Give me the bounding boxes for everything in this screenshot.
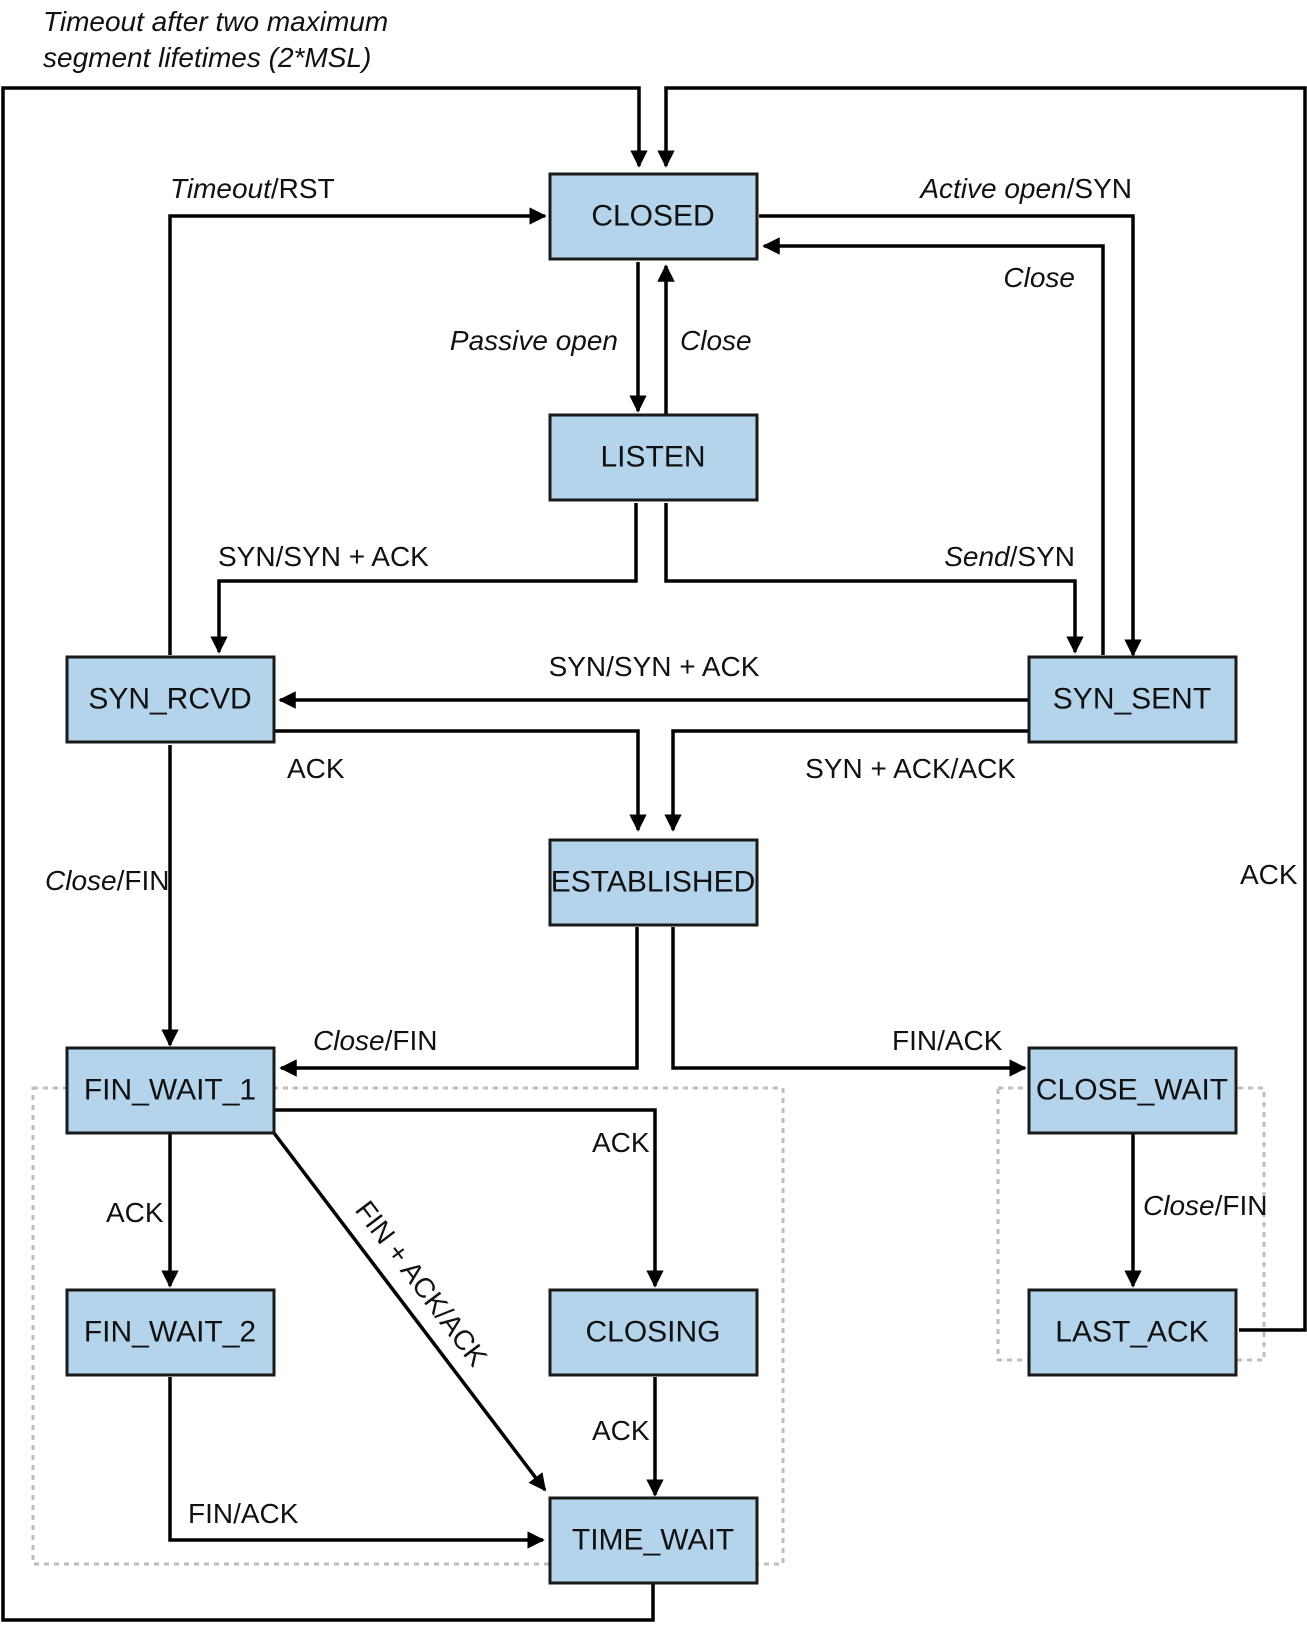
- label-timeout-2msl-line2: segment lifetimes (2*MSL): [43, 42, 371, 73]
- label-synack-ack: SYN + ACK/ACK: [805, 753, 1016, 784]
- label-ack-to-closing: ACK: [592, 1127, 650, 1158]
- state-closed: CLOSED: [548, 172, 759, 261]
- state-label: SYN_RCVD: [88, 683, 251, 716]
- label-action: /SYN: [1010, 541, 1075, 572]
- label-fin-ack-ack: FIN + ACK/ACK: [349, 1195, 493, 1372]
- state-label: SYN_SENT: [1053, 683, 1211, 716]
- label-event: Close: [313, 1025, 385, 1056]
- label-send-syn: Send/SYN: [944, 541, 1075, 572]
- state-syn-rcvd: SYN_RCVD: [65, 655, 276, 744]
- edge-time-wait-to-closed: [1, 86, 655, 1622]
- label-event: Active open: [918, 173, 1066, 204]
- label-close-fin-established: Close/FIN: [313, 1025, 437, 1056]
- edge-fin-wait-1-to-closing: [274, 1108, 664, 1288]
- state-label: LISTEN: [600, 441, 705, 474]
- edge-listen-to-syn-sent: [664, 503, 1084, 654]
- state-label: CLOSED: [591, 200, 714, 233]
- edge-last-ack-to-closed: [657, 86, 1307, 1332]
- state-time-wait: TIME_WAIT: [548, 1496, 759, 1585]
- edge-established-to-close-wait: [671, 927, 1027, 1077]
- label-closing-ack: ACK: [592, 1415, 650, 1446]
- edge-closed-to-syn-sent: [759, 214, 1142, 657]
- label-active-open: Active open/SYN: [918, 173, 1132, 204]
- edge-syn-rcvd-to-established: [274, 729, 647, 832]
- label-event: Send: [944, 541, 1011, 572]
- label-close-fin-syn-rcvd: Close/FIN: [45, 865, 169, 896]
- state-label: FIN_WAIT_1: [84, 1074, 256, 1107]
- label-action: /FIN: [117, 865, 170, 896]
- active-close-group: [31, 1086, 785, 1566]
- edge-fin-wait-1-to-time-wait: [272, 1131, 547, 1492]
- state-established: ESTABLISHED: [548, 838, 759, 927]
- label-close-from-syn-sent: Close: [1003, 262, 1075, 293]
- state-syn-sent: SYN_SENT: [1027, 655, 1238, 744]
- label-close-from-listen: Close: [680, 325, 752, 356]
- edge-fin-wait-2-to-time-wait: [168, 1377, 545, 1549]
- label-timeout-rst: Timeout/RST: [170, 173, 335, 204]
- state-listen: LISTEN: [548, 413, 759, 502]
- label-close-fin-close-wait: Close/FIN: [1143, 1190, 1267, 1221]
- state-closing: CLOSING: [548, 1288, 759, 1377]
- state-label: ESTABLISHED: [551, 866, 756, 899]
- state-label: FIN_WAIT_2: [84, 1316, 256, 1349]
- label-action: /RST: [271, 173, 335, 204]
- label-ack-to-established: ACK: [287, 753, 345, 784]
- label-simultaneous-syn: SYN/SYN + ACK: [549, 651, 760, 682]
- state-label: LAST_ACK: [1055, 1316, 1208, 1349]
- label-timeout-2msl-line1: Timeout after two maximum: [43, 6, 388, 37]
- label-event: Close: [1143, 1190, 1215, 1221]
- edge-listen-to-syn-rcvd: [210, 503, 638, 654]
- edge-established-to-fin-wait-1: [279, 927, 639, 1077]
- edge-syn-sent-to-closed: [762, 237, 1105, 655]
- label-event: Timeout: [170, 173, 272, 204]
- label-action: /FIN: [385, 1025, 438, 1056]
- label-action: /FIN: [1215, 1190, 1268, 1221]
- edge-syn-rcvd-to-closed: [168, 207, 547, 655]
- label-fin-ack-close-wait: FIN/ACK: [892, 1025, 1003, 1056]
- state-fin-wait-1: FIN_WAIT_1: [65, 1046, 276, 1135]
- edge-syn-sent-to-established: [664, 729, 1029, 832]
- label-event: Close: [45, 865, 117, 896]
- state-fin-wait-2: FIN_WAIT_2: [65, 1288, 276, 1377]
- state-last-ack: LAST_ACK: [1027, 1288, 1238, 1377]
- state-label: CLOSING: [585, 1316, 720, 1349]
- label-ack-to-fin-wait-2: ACK: [106, 1197, 164, 1228]
- label-last-ack-ack: ACK: [1240, 859, 1298, 890]
- state-label: CLOSE_WAIT: [1036, 1074, 1228, 1107]
- state-close-wait: CLOSE_WAIT: [1027, 1046, 1238, 1135]
- label-fin-wait-2-fin-ack: FIN/ACK: [188, 1498, 299, 1529]
- label-passive-open: Passive open: [450, 325, 618, 356]
- label-action: /SYN: [1067, 173, 1132, 204]
- label-listen-syn-synack: SYN/SYN + ACK: [218, 541, 429, 572]
- state-label: TIME_WAIT: [572, 1524, 734, 1557]
